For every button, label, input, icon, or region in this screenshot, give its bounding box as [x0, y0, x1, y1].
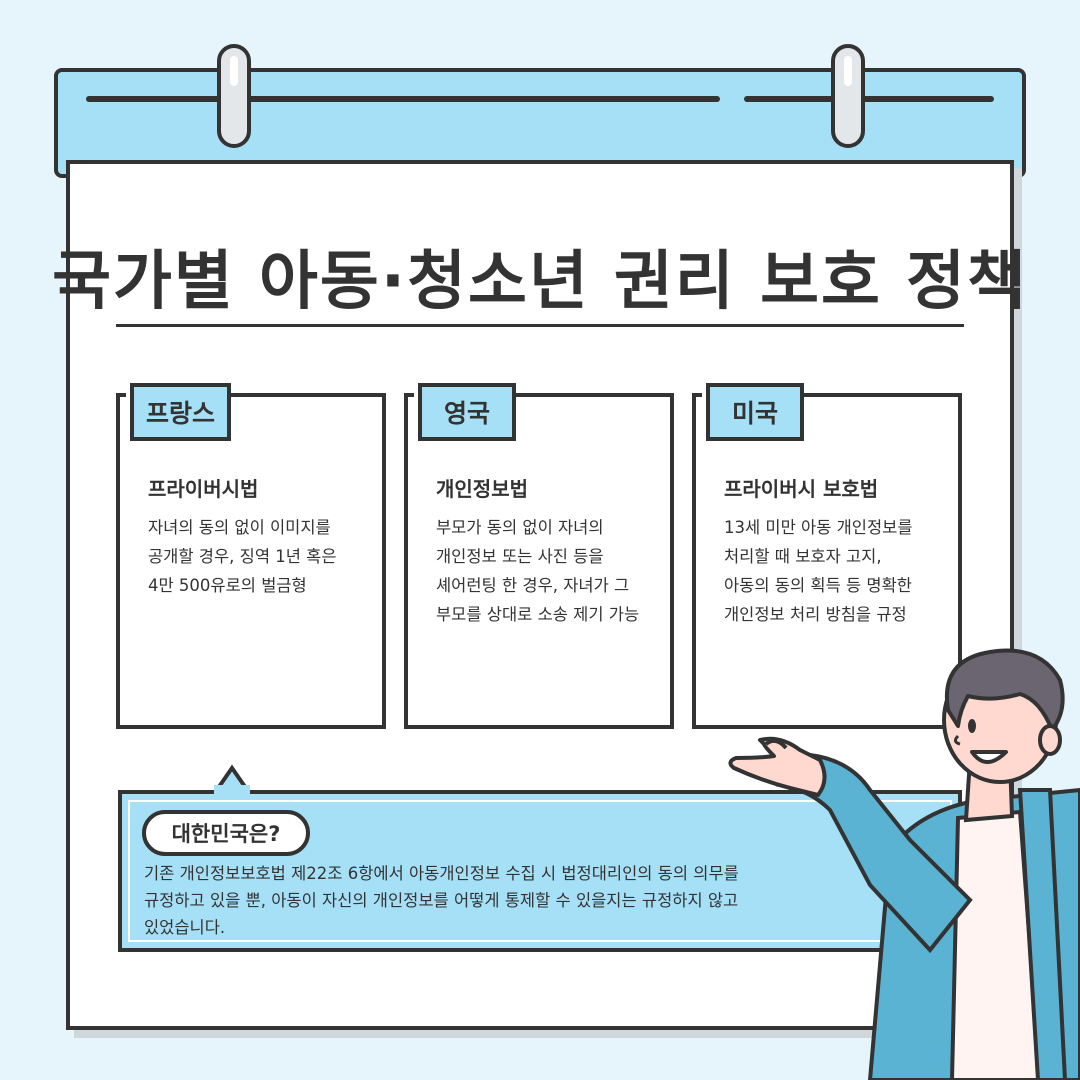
description-line: 규정하고 있을 뿐, 아동이 자신의 개인정보를 어떻게 통제할 수 있을지는 … — [144, 891, 739, 910]
description-line: 있었습니다. — [144, 918, 226, 937]
calendar-ring-icon — [217, 44, 251, 148]
description-line: 자녀의 동의 없이 이미지를 — [148, 518, 331, 537]
description-line: 공개할 경우, 징역 1년 혹은 — [148, 547, 337, 566]
law-title: 프라이버시법 — [148, 477, 259, 501]
description-line: 13세 미만 아동 개인정보를 — [724, 518, 913, 537]
law-description: 부모가 동의 없이 자녀의 개인정보 또는 사진 등을 셰어런팅 한 경우, 자… — [436, 513, 672, 629]
law-title: 개인정보법 — [436, 477, 528, 501]
description-line: 4만 500유로의 벌금형 — [148, 576, 307, 595]
header-divider-left — [86, 96, 720, 102]
country-tab: 영국 — [418, 383, 516, 441]
country-tab: 미국 — [706, 383, 804, 441]
description-line: 부모가 동의 없이 자녀의 — [436, 518, 604, 537]
title-divider — [116, 324, 964, 327]
page-title: 국가별 아동·청소년 권리 보호 정책 — [52, 245, 1028, 319]
country-card-uk: 영국 개인정보법 부모가 동의 없이 자녀의 개인정보 또는 사진 등을 셰어런… — [404, 383, 674, 729]
description-line: 처리할 때 보호자 고지, — [724, 547, 882, 566]
description-line: 기존 개인정보보호법 제22조 6항에서 아동개인정보 수집 시 법정대리인의 … — [144, 864, 739, 883]
header-divider-right — [744, 96, 994, 102]
pointer-cover — [214, 785, 250, 797]
description-line: 개인정보 처리 방침을 규정 — [724, 605, 907, 624]
country-card-france: 프랑스 프라이버시법 자녀의 동의 없이 이미지를 공개할 경우, 징역 1년 … — [116, 383, 386, 729]
law-description: 13세 미만 아동 개인정보를 처리할 때 보호자 고지, 아동의 동의 획득 … — [724, 513, 960, 629]
country-tab: 프랑스 — [130, 383, 232, 441]
description-line: 셰어런팅 한 경우, 자녀가 그 — [436, 576, 630, 595]
description-line: 부모를 상대로 소송 제기 가능 — [436, 605, 640, 624]
person-illustration — [728, 648, 1080, 1080]
korea-description: 기존 개인정보보호법 제22조 6항에서 아동개인정보 수집 시 법정대리인의 … — [144, 860, 824, 941]
description-line: 개인정보 또는 사진 등을 — [436, 547, 604, 566]
country-card-usa: 미국 프라이버시 보호법 13세 미만 아동 개인정보를 처리할 때 보호자 고… — [692, 383, 962, 729]
korea-label: 대한민국은? — [142, 810, 310, 856]
description-line: 아동의 동의 획득 등 명확한 — [724, 576, 912, 595]
law-description: 자녀의 동의 없이 이미지를 공개할 경우, 징역 1년 혹은 4만 500유로… — [148, 513, 384, 600]
calendar-ring-icon — [831, 44, 865, 148]
law-title: 프라이버시 보호법 — [724, 477, 879, 501]
